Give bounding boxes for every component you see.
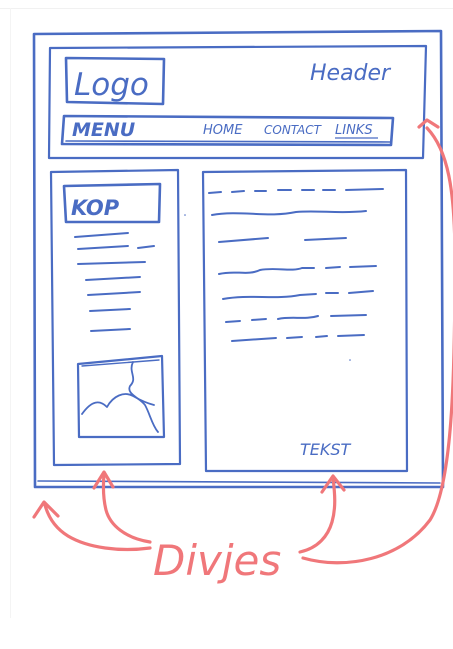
- arrow-to-frame-head: [32, 500, 60, 519]
- scan-edge-left: [10, 8, 11, 618]
- kop-box: [62, 182, 162, 224]
- sidebar-text-lines: [74, 232, 155, 332]
- scan-edge-top: [0, 8, 453, 9]
- content-text-lines: [208, 188, 384, 342]
- header-title: Header: [310, 61, 392, 86]
- content-box: [201, 168, 409, 473]
- menu-label: MENU: [72, 119, 136, 141]
- sidebar-heading: KOP: [71, 196, 120, 220]
- menu-link-links: LINKS: [335, 123, 373, 138]
- arrow-to-content: [298, 476, 337, 554]
- arrow-to-sidebar: [101, 472, 152, 544]
- menu-link-contact: CONTACT: [264, 123, 323, 137]
- pen-dot-1: [184, 214, 186, 216]
- header-box: [47, 44, 428, 160]
- logo-label: Logo: [74, 67, 149, 103]
- menu-bar: [60, 114, 395, 147]
- image-placeholder-box: [76, 354, 166, 439]
- image-placeholder-box-inner: [81, 359, 160, 367]
- image-placeholder-mountains: [81, 393, 155, 415]
- menu-link-home: HOME: [203, 123, 243, 138]
- content-caption: TEKST: [300, 440, 352, 459]
- arrow-to-header-head: [417, 118, 440, 129]
- arrow-to-content-head: [320, 474, 346, 494]
- menu-bar-inner-line: [65, 140, 391, 143]
- image-placeholder-river: [128, 361, 159, 433]
- sidebar-box: [49, 168, 182, 467]
- arrow-to-frame: [43, 503, 152, 552]
- logo-box: [64, 56, 166, 106]
- annotation-label: Divjes: [153, 536, 281, 585]
- arrow-to-header: [301, 126, 453, 565]
- pen-dot-2: [349, 359, 351, 361]
- arrow-to-sidebar-head: [92, 470, 115, 490]
